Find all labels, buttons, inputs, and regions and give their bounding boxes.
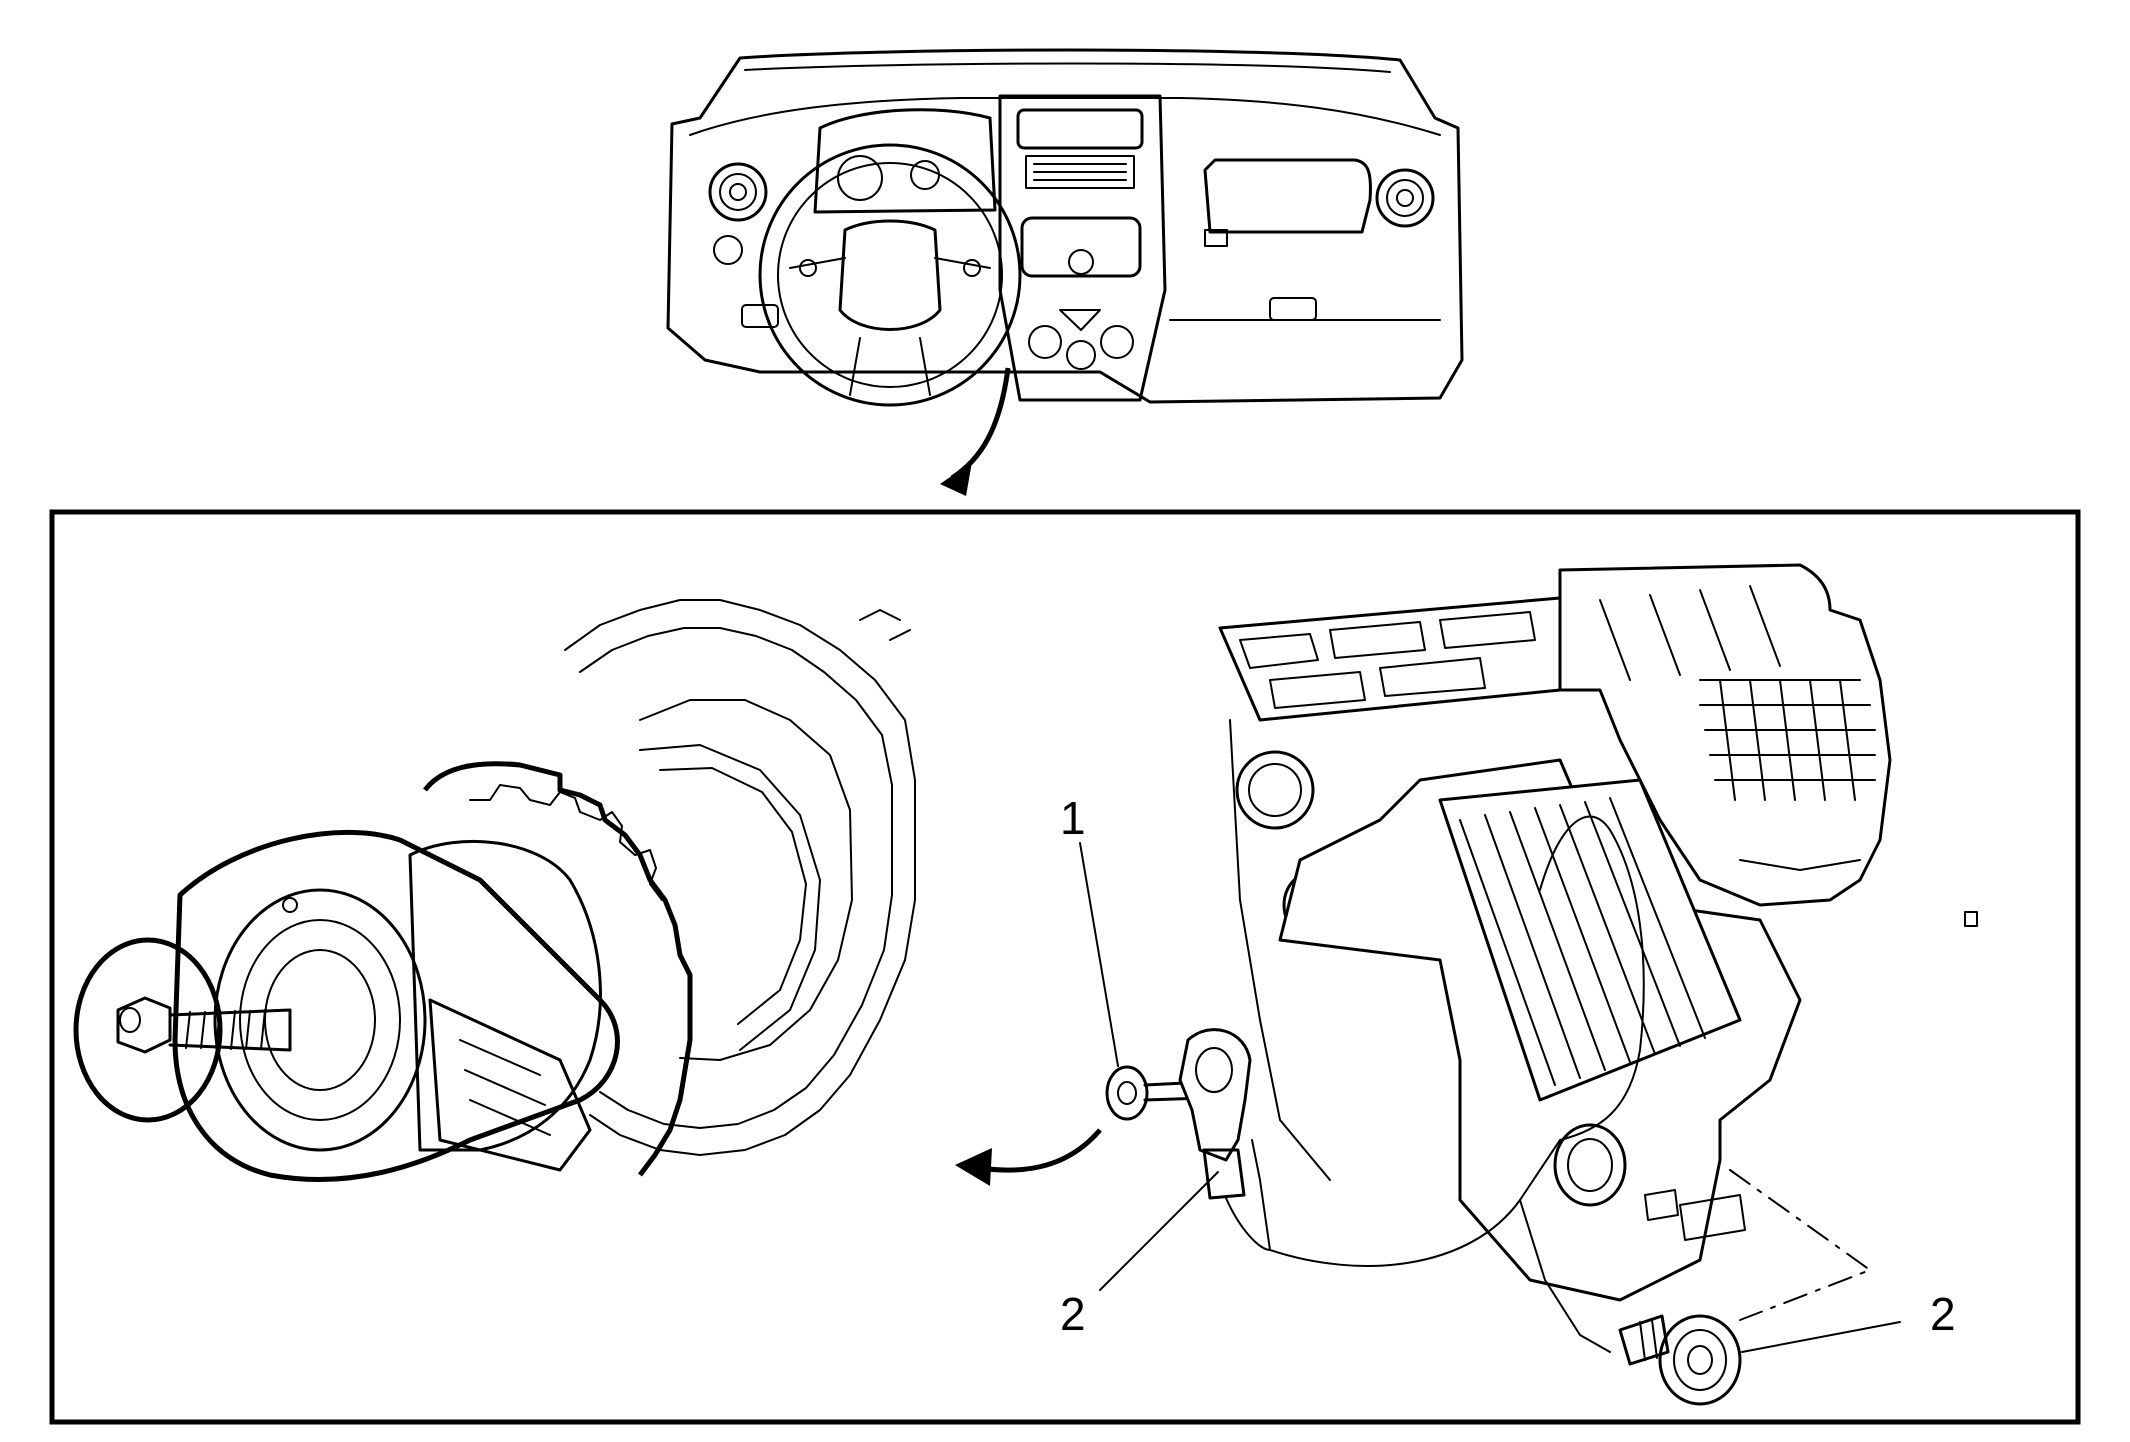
large-gear-icon	[564, 599, 916, 1156]
curved-arrow-icon	[955, 1128, 1102, 1186]
bolt-icon	[73, 937, 292, 1123]
callout-label-2-right: 2	[1930, 1288, 1956, 1340]
callout-bolt: 1	[1060, 792, 1119, 1067]
callout-sensor-left: 2	[1060, 1171, 1219, 1340]
sensor-eyelet-icon	[1178, 1028, 1271, 1251]
close-up-illustration	[73, 599, 916, 1183]
steering-wheel-icon	[758, 143, 1022, 407]
callout-label-2-left: 2	[1060, 1288, 1086, 1340]
callout-label-1: 1	[1060, 792, 1086, 844]
module-sensor-icon	[1553, 1123, 1627, 1207]
hvac-module-illustration	[1218, 563, 1978, 1406]
removed-sensor-icon	[1618, 1314, 1742, 1406]
detail-view-frame	[49, 509, 2081, 1425]
left-vent-icon	[708, 162, 768, 222]
callout-sensor-right: 2	[1741, 1288, 1956, 1353]
right-vent-icon	[1375, 168, 1435, 228]
curved-arrow-icon	[940, 367, 1011, 496]
instrument-panel-illustration	[666, 48, 1464, 496]
